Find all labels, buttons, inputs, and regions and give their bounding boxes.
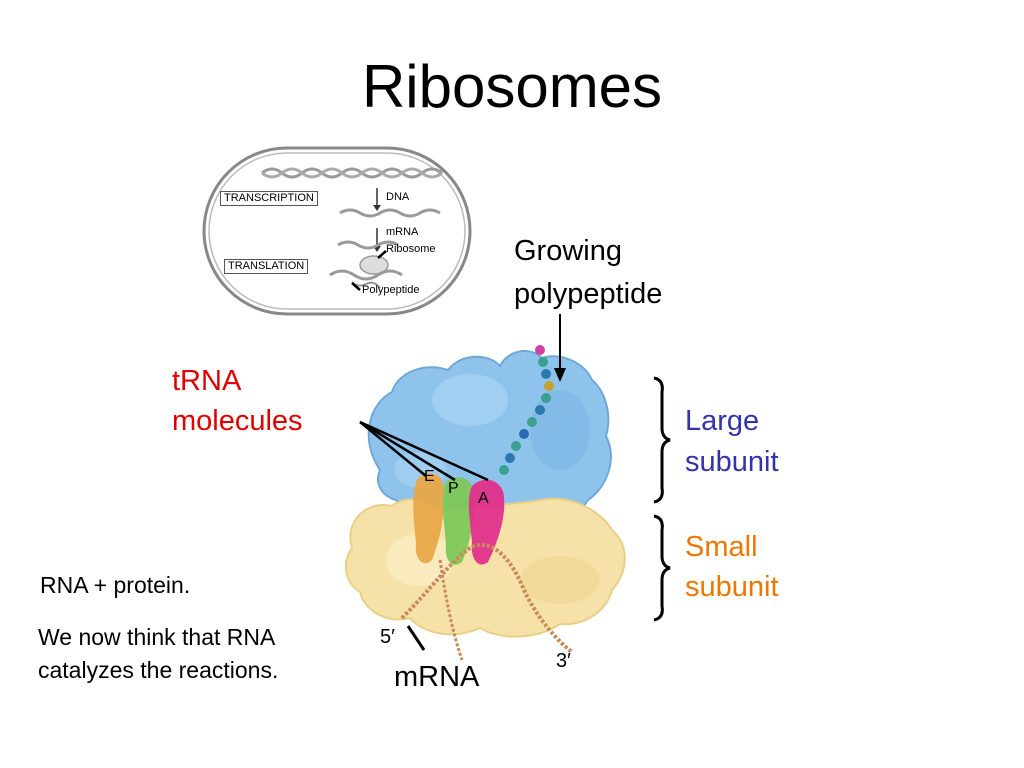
note-rna-protein: RNA + protein. bbox=[40, 572, 191, 598]
trna-p-shape bbox=[442, 477, 475, 565]
five-prime-pointer bbox=[406, 625, 426, 651]
inset-mrna-label: mRNA bbox=[386, 226, 419, 238]
trna-e-shape bbox=[413, 473, 445, 564]
site-p-label: P bbox=[448, 480, 459, 497]
small-subunit-label-2: subunit bbox=[685, 571, 779, 603]
site-a-label: A bbox=[478, 490, 489, 507]
trna-label-1: tRNA bbox=[172, 365, 242, 397]
slide-title: Ribosomes bbox=[361, 53, 663, 120]
note-catalyzes-1: We now think that RNA bbox=[38, 624, 276, 650]
mrna-strand-shape bbox=[400, 542, 574, 654]
inset-ribosome-label: Ribosome bbox=[386, 243, 436, 255]
growing-polypeptide-label-2: polypeptide bbox=[514, 278, 663, 310]
inset-translation-label: TRANSLATION bbox=[224, 259, 309, 274]
site-e-label: E bbox=[424, 468, 435, 485]
mrna-label: mRNA bbox=[394, 661, 480, 693]
inset-polypeptide-label: Polypeptide bbox=[362, 284, 420, 296]
growing-polypeptide-label-1: Growing bbox=[514, 235, 622, 267]
inset-dna-label: DNA bbox=[386, 191, 410, 203]
five-prime-label: 5′ bbox=[380, 626, 395, 648]
mini-ribosome bbox=[359, 255, 389, 275]
cell-outline bbox=[202, 146, 472, 316]
inset-cell-diagram bbox=[202, 146, 472, 316]
small-subunit-brace bbox=[653, 514, 671, 622]
trna-label-2: molecules bbox=[172, 405, 303, 437]
polypeptide-beads bbox=[499, 345, 554, 475]
note-catalyzes-2: catalyzes the reactions. bbox=[38, 657, 279, 683]
trna-pointer-lines bbox=[359, 420, 489, 482]
polypeptide-arrow bbox=[554, 314, 566, 382]
inset-transcription-label: TRANSCRIPTION bbox=[220, 191, 318, 206]
large-subunit-brace bbox=[653, 376, 671, 504]
small-subunit-label-1: Small bbox=[685, 531, 758, 563]
large-subunit-label-1: Large bbox=[685, 405, 760, 437]
three-prime-label: 3′ bbox=[556, 650, 571, 672]
ribosome-structure bbox=[344, 345, 626, 661]
dna-helix bbox=[261, 167, 443, 179]
large-subunit-label-2: subunit bbox=[685, 446, 779, 478]
